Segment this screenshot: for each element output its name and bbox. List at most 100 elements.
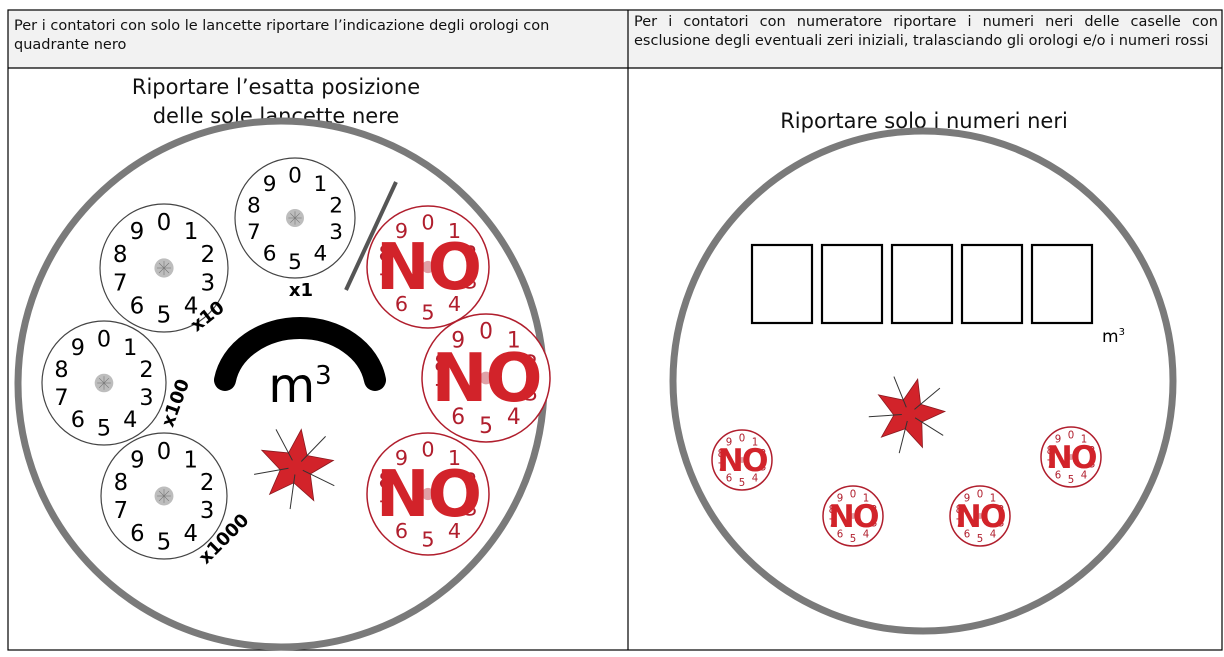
red-dial-digit: 9 (395, 219, 408, 243)
red-dial-digit: 6 (395, 519, 408, 543)
black-dial-digit: 3 (139, 385, 153, 411)
black-dial-digit: 9 (130, 448, 144, 474)
star-ray (254, 467, 289, 475)
red-dial-digit: 6 (726, 474, 732, 485)
no-label: NO (376, 231, 480, 305)
black-dial-digit: 7 (114, 498, 128, 524)
black-dial-digit: 1 (123, 335, 137, 361)
red-dial-digit: 4 (448, 292, 461, 316)
red-dial-digit: 4 (990, 530, 996, 541)
black-dial-digit: 9 (71, 335, 85, 361)
black-dial-digit: 2 (200, 470, 214, 496)
red-dial-digit: 7 (956, 519, 962, 530)
black-dial-digit: 1 (314, 172, 328, 197)
hub-tick (103, 382, 110, 389)
red-dial-digit: 9 (964, 494, 970, 505)
right-header-bg (628, 10, 1222, 68)
red-dial-digit: 2 (998, 505, 1004, 516)
red-dial-digit: 7 (829, 519, 835, 530)
red-dial-digit: 1 (448, 219, 461, 243)
black-dial-digit: 8 (54, 357, 68, 383)
red-dial-digit: 9 (837, 494, 843, 505)
red-dial-digit: 5 (421, 528, 434, 552)
red-dial-digit: 2 (871, 505, 877, 516)
separator-slash (344, 181, 398, 291)
hub-tick (163, 262, 170, 269)
black-dial-digit: 8 (114, 470, 128, 496)
unit-arc (214, 317, 386, 391)
no-label: NO (1046, 440, 1096, 476)
left-header: Per i contatori con solo le lancette rip… (14, 18, 550, 53)
odometer-box (820, 243, 884, 325)
star-ray (898, 420, 908, 454)
multiplier-x1: x1 (289, 280, 313, 301)
red-dial-digit: 4 (448, 519, 461, 543)
red-dial-hub (479, 371, 493, 385)
red-dial-digit: 2 (1089, 446, 1095, 457)
odometer-box (890, 243, 954, 325)
red-dial-digit: 5 (479, 414, 493, 439)
red-dial-digit: 3 (464, 269, 477, 293)
black-dial-digit: 4 (183, 521, 197, 547)
black-dial-digit: 8 (113, 242, 128, 268)
red-dial-digit: 9 (726, 438, 732, 449)
hub-tick (163, 267, 170, 274)
star-ray (275, 429, 293, 461)
right-unit-label: m3 (1102, 327, 1125, 347)
red-dial-digit: 8 (434, 352, 448, 377)
left-title-line1: Riportare l’esatta posizione (132, 75, 420, 99)
red-dial-digit: 7 (1047, 460, 1053, 471)
red-dial-hub (850, 513, 856, 519)
red-dial-digit: 5 (739, 478, 745, 489)
black-dial-digit: 9 (263, 172, 277, 197)
red-dial-digit: 5 (977, 534, 983, 545)
red-dial-digit: 8 (1047, 446, 1053, 457)
red-dial-digit: 8 (956, 505, 962, 516)
red-dial-digit: 9 (395, 446, 408, 470)
red-dial-digit: 9 (451, 329, 465, 354)
red-dial-digit: 0 (850, 490, 856, 501)
red-star-right-icon (868, 376, 947, 454)
hub-tick (294, 217, 300, 223)
red-dial-hub (421, 487, 435, 501)
hub-tick (163, 495, 170, 502)
star-ray (868, 414, 902, 418)
red-dial-digit: 0 (977, 490, 983, 501)
black-dial-digit: 6 (263, 242, 277, 267)
black-dial-digit: 0 (157, 210, 172, 236)
red-dial-hub (739, 457, 745, 463)
red-dial-digit: 3 (998, 519, 1004, 530)
star-ray (302, 469, 335, 487)
black-dial-digit: 2 (139, 357, 153, 383)
red-dial-digit: 9 (1055, 435, 1061, 446)
red-dial-digit: 0 (421, 437, 434, 461)
black-dial-digit: 3 (329, 220, 343, 245)
hub-tick (98, 382, 105, 389)
red-dial-digit: 7 (378, 269, 391, 293)
no-label: NO (955, 499, 1005, 535)
red-dial-digit: 4 (863, 530, 869, 541)
black-dial-digit: 6 (130, 294, 145, 320)
odometer-box (750, 243, 814, 325)
red-dial-digit: 3 (524, 382, 538, 407)
red-dial-digit: 8 (829, 505, 835, 516)
black-dial-digit: 4 (123, 407, 137, 433)
red-dial-digit: 3 (871, 519, 877, 530)
hub-tick (158, 267, 165, 274)
star-shape (254, 428, 335, 510)
hub-tick (98, 377, 105, 384)
red-dial-digit: 1 (990, 494, 996, 505)
black-dial-digit: 0 (97, 326, 111, 352)
black-dial-digit: 4 (314, 242, 328, 267)
black-dial-digit: 6 (71, 407, 85, 433)
no-label: NO (717, 443, 767, 479)
